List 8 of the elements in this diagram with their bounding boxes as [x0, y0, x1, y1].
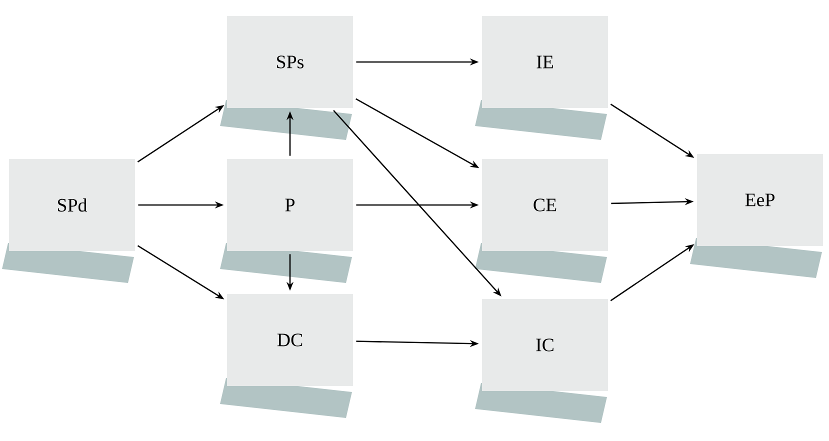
- box: P: [220, 159, 353, 283]
- box: IC: [475, 299, 608, 423]
- box: SPd: [2, 159, 135, 283]
- box: SPs: [220, 16, 353, 140]
- box: CE: [475, 159, 608, 283]
- box: IE: [475, 16, 608, 140]
- box: DC: [220, 294, 353, 418]
- box: EeP: [690, 154, 823, 278]
